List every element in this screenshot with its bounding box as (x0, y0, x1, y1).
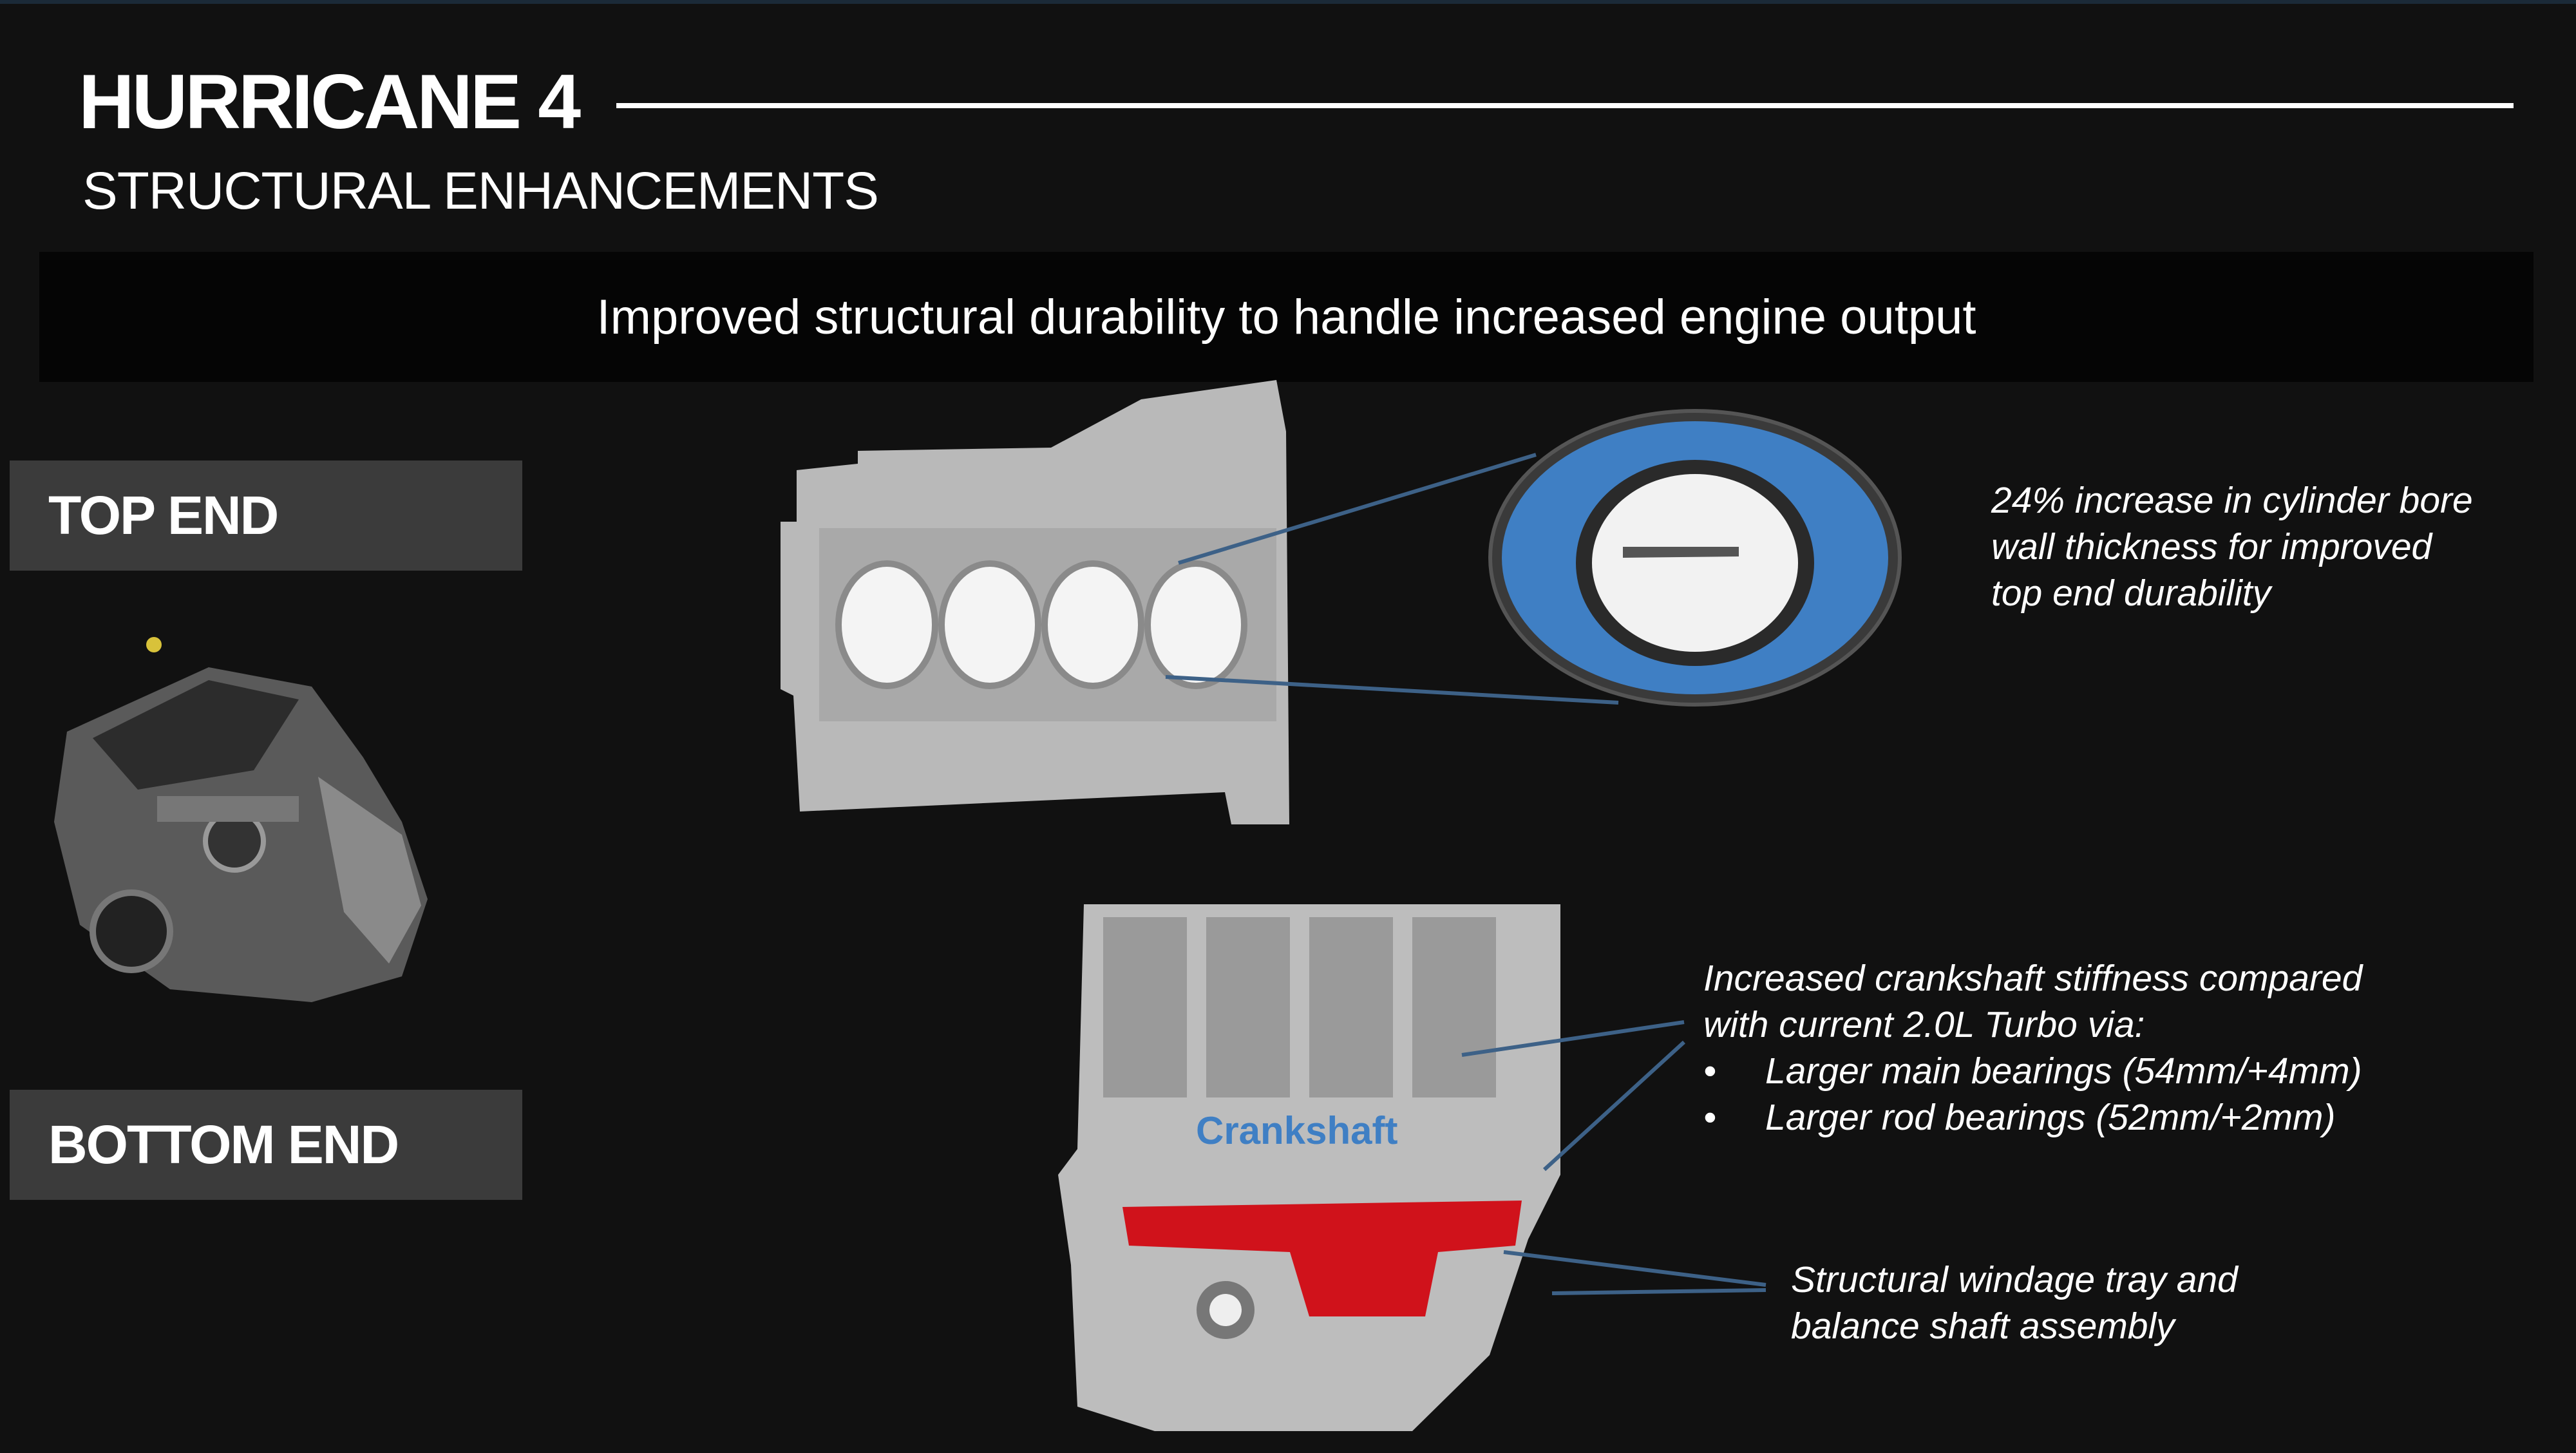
callout-line (1542, 1040, 1686, 1172)
callout-line (1165, 675, 1619, 705)
section-label: BOTTOM END (48, 1114, 399, 1175)
callout-line-text: balance shaft assembly (1791, 1306, 2175, 1347)
engine-image (54, 637, 428, 1002)
cylinder-block-top-view (781, 380, 1289, 824)
page-title: HURRICANE 4 (79, 59, 581, 145)
bullet-icon: • (1703, 1050, 1716, 1092)
bullet-text: Larger rod bearings (52mm/+2mm) (1765, 1097, 2336, 1138)
callout-line (1461, 1020, 1685, 1057)
callout-line-text: top end durability (1991, 573, 2271, 614)
bullet-icon: • (1703, 1097, 1716, 1138)
callout-line (1178, 453, 1537, 565)
summary-banner: Improved structural durability to handle… (39, 252, 2533, 382)
banner-text: Improved structural durability to handle… (596, 289, 1976, 345)
callout-line-text: Structural windage tray and (1791, 1259, 2238, 1300)
title-divider (616, 103, 2514, 108)
callout-line-text: with current 2.0L Turbo via: (1703, 1004, 2145, 1045)
section-top-end: TOP END (10, 461, 522, 571)
page-subtitle: STRUCTURAL ENHANCEMENTS (82, 162, 879, 220)
callout-line-text: 24% increase in cylinder bore (1991, 480, 2473, 521)
section-bottom-end: BOTTOM END (10, 1090, 522, 1200)
crankshaft-label: Crankshaft (1196, 1109, 1397, 1152)
top-end-callout: 24% increase in cylinder bore wall thick… (1991, 477, 2473, 616)
callout-line (1551, 1288, 1766, 1295)
bullet-item: • Larger rod bearings (52mm/+2mm) (1703, 1094, 2362, 1141)
bullet-item: • Larger main bearings (54mm/+4mm) (1703, 1048, 2362, 1094)
section-label: TOP END (48, 485, 279, 546)
cylinder-block-cutaway: Crankshaft (1058, 904, 1560, 1431)
bore-detail-zoom (1488, 409, 1902, 707)
callout-lines (1165, 453, 1766, 1295)
callout-line-text: Increased crankshaft stiffness compared (1703, 958, 2363, 999)
windage-callout: Structural windage tray and balance shaf… (1791, 1257, 2238, 1349)
callout-line-text: wall thickness for improved (1991, 526, 2432, 567)
crankshaft-callout: Increased crankshaft stiffness compared … (1703, 955, 2362, 1141)
bullet-text: Larger main bearings (54mm/+4mm) (1765, 1050, 2362, 1092)
callout-line (1503, 1250, 1766, 1287)
